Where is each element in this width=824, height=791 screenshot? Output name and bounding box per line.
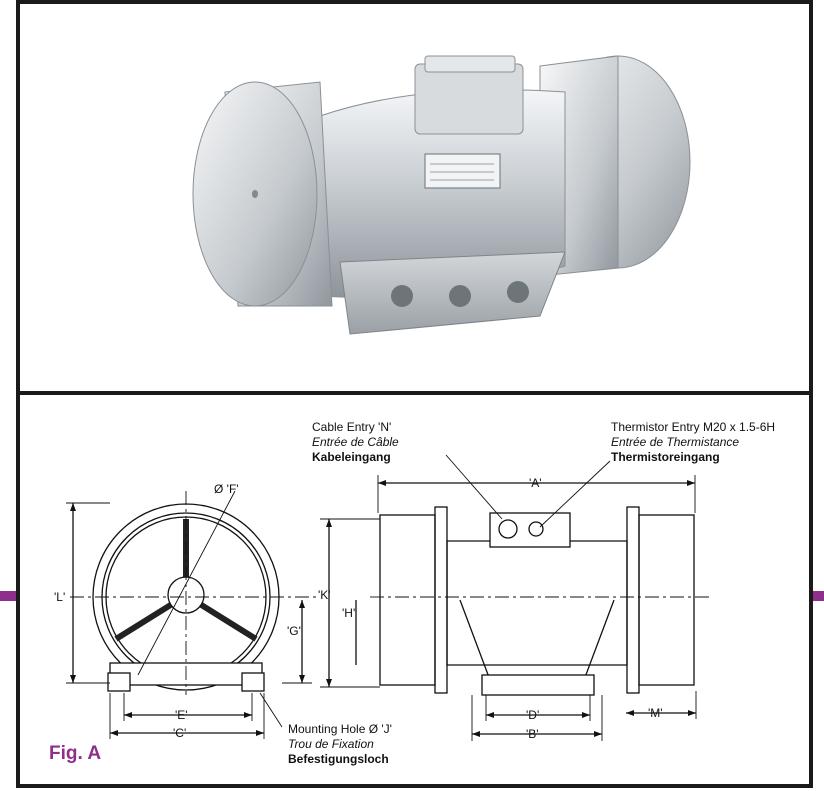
thermistor-entry-fr: Entrée de Thermistance (611, 435, 739, 449)
vibrator-motor-photo (192, 55, 691, 335)
dim-label-l: 'L' (54, 590, 65, 604)
dim-label-m: 'M' (648, 706, 663, 720)
dimension-drawing-panel: 'L' Ø 'F' 'G' 'E' 'C' 'K' 'H' 'A' 'D' 'B… (16, 391, 813, 788)
mounting-hole-en: Mounting Hole Ø 'J' (288, 722, 392, 736)
dim-label-d: 'D' (526, 708, 539, 722)
thermistor-entry-en: Thermistor Entry M20 x 1.5-6H (611, 420, 775, 434)
cable-entry-en: Cable Entry 'N' (312, 420, 391, 434)
dim-label-b: 'B' (526, 727, 539, 741)
thermistor-entry-de: Thermistoreingang (611, 450, 720, 464)
dim-label-g: 'G' (287, 624, 301, 638)
dimension-drawing: 'L' Ø 'F' 'G' 'E' 'C' 'K' 'H' 'A' 'D' 'B… (54, 420, 775, 766)
dim-label-c: 'C' (173, 726, 186, 740)
dim-label-k: 'K' (318, 588, 331, 602)
dim-label-h: 'H' (342, 606, 355, 620)
mounting-hole-fr: Trou de Fixation (288, 737, 374, 751)
dim-label-f: Ø 'F' (214, 482, 239, 496)
cable-entry-de: Kabeleingang (312, 450, 391, 464)
dim-label-a: 'A' (529, 476, 542, 490)
right-accent-bar (812, 591, 824, 601)
left-accent-bar (0, 591, 20, 601)
product-photo-panel (16, 0, 813, 396)
mounting-hole-de: Befestigungsloch (288, 752, 389, 766)
cable-entry-fr: Entrée de Câble (312, 435, 399, 449)
dim-label-e: 'E' (175, 708, 188, 722)
figure-label: Fig. A (49, 743, 102, 764)
